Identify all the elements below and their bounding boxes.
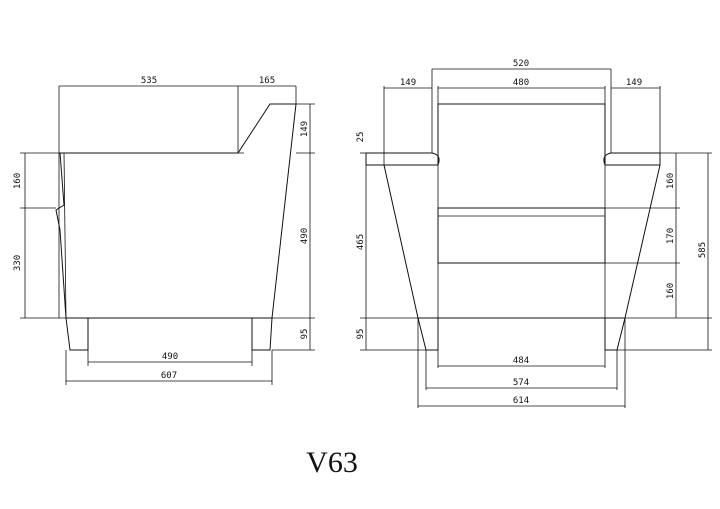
front-leg-left	[417, 317, 439, 351]
front-body	[383, 164, 661, 319]
side-leg-left	[65, 317, 89, 351]
front-leg-right	[604, 317, 626, 351]
front-dim-seat-front: 465	[356, 234, 366, 250]
front-dim-arm-h1: 160	[666, 173, 676, 189]
front-dim-inner-width: 484	[513, 356, 529, 366]
side-dim-arm-lower: 330	[13, 255, 23, 271]
side-dim-arm-height: 160	[13, 173, 23, 189]
front-dim-leg-h: 95	[356, 329, 366, 340]
model-label: V63	[306, 446, 358, 479]
side-outline	[55, 103, 297, 319]
side-view: 535 165 149 160 330 490 95 490 607	[13, 76, 315, 385]
front-backrest	[437, 103, 606, 165]
side-dim-leg-height: 95	[300, 329, 310, 340]
front-dim-back-outer: 520	[513, 59, 529, 69]
front-dim-base-h: 160	[666, 283, 676, 299]
front-dim-arm-right: 149	[626, 78, 642, 88]
side-dim-body-height: 490	[300, 228, 310, 244]
front-view: 520 480 149 149 25 465 95 160 170 160 58…	[356, 59, 712, 408]
front-dim-back-offset: 25	[356, 132, 366, 143]
front-dim-seat-h: 170	[666, 228, 676, 244]
front-dim-base-width: 614	[513, 396, 529, 406]
front-dim-back-inner: 480	[513, 78, 529, 88]
side-dim-arm-offset: 165	[259, 76, 275, 86]
front-dim-total-h: 585	[698, 242, 708, 258]
side-dim-top-depth: 535	[141, 76, 157, 86]
side-dim-base-depth: 607	[161, 371, 177, 381]
side-dim-leg-span: 490	[162, 352, 178, 362]
side-leg-right	[251, 317, 273, 351]
front-arm-left	[365, 152, 440, 166]
front-seat-cushion	[437, 207, 606, 264]
front-dim-arm-left: 149	[400, 78, 416, 88]
front-dim-leg-width: 574	[513, 378, 529, 388]
side-dim-back-height: 149	[300, 121, 310, 137]
front-arm-right	[603, 152, 661, 166]
